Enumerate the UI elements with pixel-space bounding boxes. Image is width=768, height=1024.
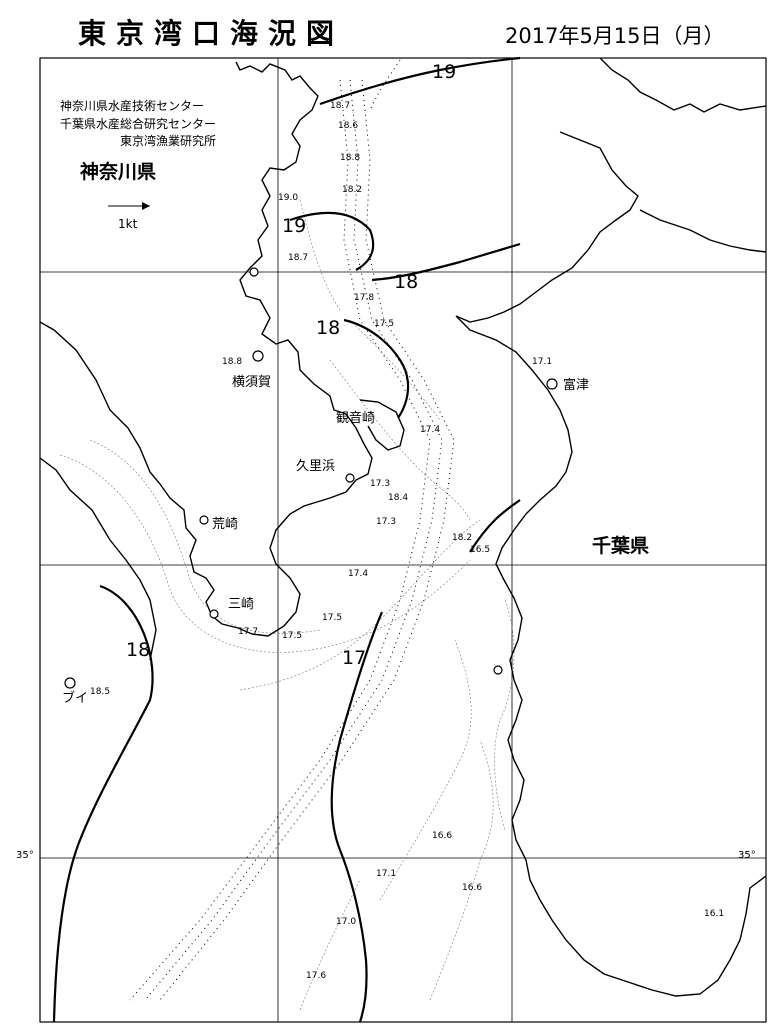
misaki-marker [209,609,219,619]
isotherm-label: 19 [432,61,456,83]
place-arasaki: 荒崎 [212,517,238,532]
obs-value: 17.6 [306,971,326,981]
isotherm-label: 18 [126,639,150,661]
scale-arrow [108,202,150,210]
isotherm-label: 19 [282,215,306,237]
place-misaki: 三崎 [228,597,254,612]
obs-value: 17.4 [348,569,368,579]
obs-value: 18.7 [330,101,350,111]
obs-value: 18.6 [338,121,358,131]
place-buoy: ブイ [62,690,88,706]
chiba-coast [455,57,767,997]
org-chiba: 千葉県水産総合研究センター [60,116,216,131]
map-frame [39,57,767,1023]
place-futtsu: 富津 [563,377,589,393]
obs-value: 17.8 [354,293,374,303]
obs-value: 17.0 [336,917,356,927]
obs-value: 17.5 [282,631,302,641]
obs-value: 18.2 [342,185,362,195]
obs-value: 17.4 [420,425,440,435]
org-tokyo-bay: 東京湾漁業研究所 [120,133,216,148]
obs-value: 17.3 [376,517,396,527]
north-site-marker [249,267,259,277]
isotherm-label: 17 [342,647,366,669]
observation-values: 18.7 18.6 18.8 18.2 19.0 18.7 17.8 17.5 … [90,101,724,981]
obs-value: 18.8 [222,357,242,367]
org-kanagawa: 神奈川県水産技術センター [60,98,204,113]
scale-label: 1kt [118,217,138,231]
obs-value: 19.0 [278,193,298,203]
obs-value: 18.2 [452,533,472,543]
obs-value: 16.1 [704,909,724,919]
obs-value: 17.5 [374,319,394,329]
kurihama-marker [345,473,355,483]
place-yokosuka: 横須賀 [232,375,271,390]
kanagawa-coast [39,61,405,661]
place-kurihama: 久里浜 [296,459,335,474]
obs-value: 17.5 [322,613,342,623]
ship-track [129,59,455,1001]
obs-value: 16.6 [462,883,482,893]
futtsu-marker [546,378,558,390]
latitude-label-right: 35° [738,850,756,861]
map-date: 2017年5月15日（月） [505,24,725,48]
arasaki-marker [199,515,209,525]
obs-value: 17.3 [370,479,390,489]
obs-value: 18.4 [388,493,408,503]
obs-value: 18.7 [288,253,308,263]
obs-value: 17.1 [376,869,396,879]
obs-value: 18.5 [90,687,110,697]
obs-value: 16.5 [470,545,490,555]
isotherm-lines [52,56,521,1023]
obs-value: 17.1 [532,357,552,367]
yokosuka-marker [252,350,264,362]
grid-lines [40,58,766,1022]
place-markers [64,267,558,689]
small-site-marker [493,665,503,675]
place-kannonzaki: 観音崎 [336,410,375,426]
obs-value: 17.7 [238,627,258,637]
map-title: 東京湾口海況図 [78,17,345,50]
obs-value: 16.6 [432,831,452,841]
prefecture-kanagawa: 神奈川県 [80,160,156,183]
prefecture-chiba: 千葉県 [592,535,649,557]
latitude-label-left: 35° [16,850,34,861]
isotherm-label: 18 [394,271,418,293]
isotherm-label: 18 [316,317,340,339]
buoy-marker [64,677,76,689]
obs-value: 18.8 [340,153,360,163]
